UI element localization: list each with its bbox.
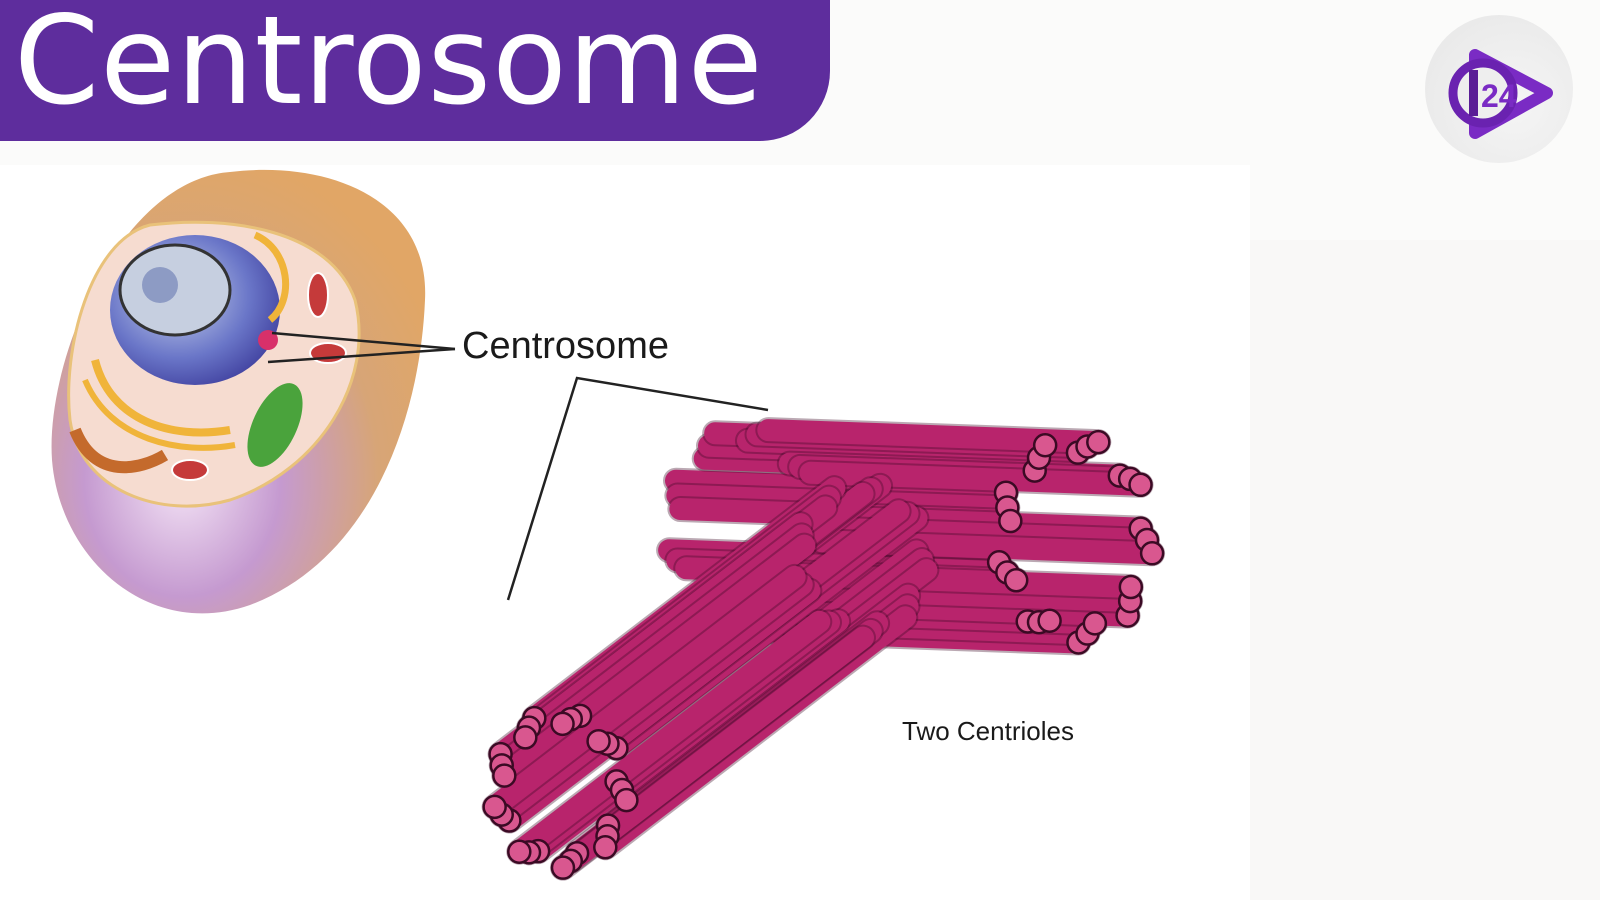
two-centrioles: [481, 417, 1166, 881]
golgi: [69, 427, 169, 474]
centrosome-label: Centrosome: [462, 325, 669, 367]
microtubule-end: [507, 839, 532, 864]
microtubule-end: [550, 711, 575, 737]
side-background: [1250, 240, 1600, 900]
nucleolus: [142, 267, 178, 303]
microtubule-end: [1037, 608, 1062, 633]
microtubule: [483, 565, 806, 818]
microtubule: [493, 534, 816, 787]
microtubule-end: [1086, 429, 1111, 455]
microtubule-end: [1128, 472, 1153, 498]
microtubule: [508, 610, 831, 863]
animal-cell-illustration: [51, 169, 426, 614]
centrosome-in-cell: [258, 330, 278, 350]
page-title: Centrosome: [14, 0, 764, 132]
microtubule-end: [1139, 541, 1165, 566]
microtubule-end: [586, 728, 611, 754]
channel-logo: 24: [1425, 15, 1573, 163]
centriole-diagonal: [481, 472, 940, 881]
microtubule: [799, 461, 1152, 496]
microtubule-end: [1118, 574, 1144, 600]
microtubule-end: [593, 835, 618, 860]
microtubule-end: [1032, 432, 1058, 458]
play-24-logo-icon: 24: [1448, 49, 1553, 139]
chloroplast-like-organelle: [247, 383, 303, 467]
microtubule-end: [1082, 611, 1108, 636]
two-centrioles-label: Two Centrioles: [902, 716, 1074, 746]
mitochondrion: [307, 272, 329, 318]
microtubule-end: [614, 787, 639, 813]
title-bar: Centrosome: [0, 0, 830, 141]
microtubule: [799, 505, 1152, 540]
logo-text: 24: [1481, 78, 1517, 114]
microtubule-end: [998, 508, 1023, 534]
microtubule-end: [482, 794, 507, 820]
microtubule-end: [513, 725, 538, 750]
pointer-lines: [267, 331, 769, 601]
microtubule-end: [492, 763, 517, 788]
microtubule-end: [550, 855, 576, 880]
microtubule-end: [1003, 568, 1029, 593]
